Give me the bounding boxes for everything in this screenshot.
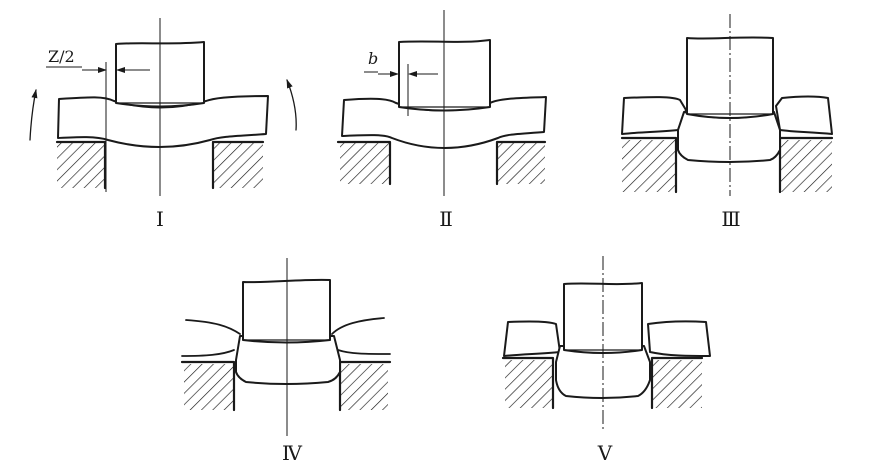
die-left: [501, 356, 555, 410]
sheet-outer-left: [621, 96, 687, 135]
stage-label: Ⅴ: [597, 441, 613, 465]
die-right: [778, 136, 834, 194]
punch: [686, 36, 774, 119]
lift-arrow-left: [29, 89, 38, 141]
die-right: [338, 360, 392, 412]
stage-label: Ⅰ: [156, 207, 164, 231]
die-right: [495, 140, 547, 186]
sheet-outer-right: [775, 95, 833, 135]
dimension-label-clearance: Z/2: [48, 47, 75, 66]
stage-4: Ⅳ: [180, 258, 392, 465]
stage-3: Ⅲ: [620, 14, 834, 231]
die-left: [55, 140, 107, 190]
die-left: [180, 360, 236, 412]
sheet-outer-right: [647, 320, 711, 357]
die-left: [336, 140, 392, 186]
stage-5: Ⅴ: [501, 256, 711, 465]
stage-label: Ⅲ: [721, 207, 740, 231]
sheet-outer-left: [503, 320, 561, 357]
stage-label: Ⅳ: [282, 441, 303, 465]
die-right: [650, 356, 704, 410]
stage-2: b Ⅱ: [336, 10, 547, 231]
slug: [677, 111, 781, 163]
die-left: [620, 136, 678, 194]
dimension-label-width: b: [368, 49, 378, 68]
stage-1: Z/2 Ⅰ: [29, 18, 297, 231]
slug: [235, 335, 341, 385]
die-right: [211, 140, 265, 190]
lift-arrow-right: [286, 79, 297, 131]
stage-label: Ⅱ: [439, 207, 453, 231]
